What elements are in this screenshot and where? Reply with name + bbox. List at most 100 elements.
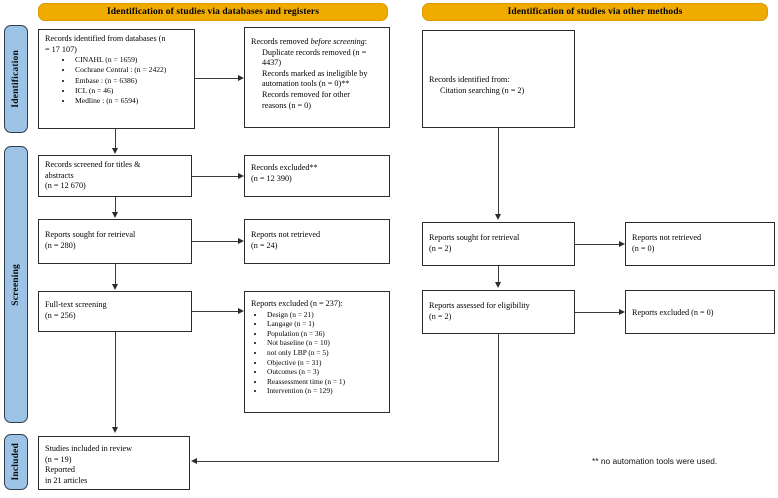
box-other-reports-sought-for-retrieval: Reports sought for retrieval (n = 2) <box>422 222 575 266</box>
phase-bar-included: Included <box>4 434 28 490</box>
list-item: Cochrane Central : (n = 2422) <box>73 65 189 75</box>
connector-fulltext-to-studies-included <box>115 332 117 428</box>
box-citation-records-identified: Records identified from: Citation search… <box>422 30 575 128</box>
arrowhead-screened-to-excluded <box>238 172 244 179</box>
banner-databases-and-registers: Identification of studies via databases … <box>38 3 388 21</box>
list-item: Not baseline (n = 10) <box>265 338 384 348</box>
arrowhead-fulltext-to-studies-included <box>112 427 118 433</box>
phase-label-screening: Screening <box>11 263 21 306</box>
list-item: not only LBP (n = 5) <box>265 348 384 358</box>
fulltext-screening-line1: Full-text screening <box>45 300 107 309</box>
box-records-removed-before-screening: Records removed before screening: Duplic… <box>244 27 390 128</box>
fulltext-screening-line2: (n = 256) <box>45 310 76 320</box>
reports-not-retrieved-line1: Reports not retrieved <box>251 230 321 239</box>
studies-included-line4: in 21 articles <box>45 475 88 485</box>
box-records-identified-from-databases: Records identified from databases (n = 1… <box>38 29 195 129</box>
records-removed-item1: Duplicate records removed (n = <box>262 47 367 57</box>
connector-identified-to-removed <box>195 78 238 79</box>
box-studies-included-in-review: Studies included in review (n = 19) Repo… <box>38 436 190 490</box>
arrowhead-other-sought-to-assessed <box>495 282 501 288</box>
box-records-screened: Records screened for titles & abstracts … <box>38 155 192 197</box>
phase-label-included: Included <box>11 443 21 481</box>
records-excluded-line1: Records excluded** <box>251 163 318 172</box>
other-reports-sought-line2: (n = 2) <box>429 243 452 253</box>
other-reports-not-retrieved-line1: Reports not retrieved <box>632 233 702 242</box>
other-reports-excluded-line1: Reports excluded (n = 0) <box>632 308 714 317</box>
phase-label-identification: Identification <box>11 50 21 108</box>
reports-not-retrieved-line2: (n = 24) <box>251 240 278 250</box>
reports-sought-line2: (n = 280) <box>45 240 76 250</box>
reports-excluded-reason-list: Design (n = 21) Langage (n = 1) Populati… <box>251 310 384 396</box>
list-item: Intervention (n = 129) <box>265 386 384 396</box>
footnote-no-automation-tools: ** no automation tools were used. <box>592 456 718 466</box>
box-other-reports-excluded: Reports excluded (n = 0) <box>625 290 775 334</box>
records-excluded-line2: (n = 12 390) <box>251 173 292 183</box>
arrowhead-screened-to-sought <box>112 212 118 218</box>
records-removed-item2b: automation tools (n = 0)** <box>262 79 350 89</box>
citation-records-line1: Records identified from: <box>429 75 510 84</box>
list-item: Population (n = 36) <box>265 329 384 339</box>
connector-screened-to-excluded <box>192 176 238 177</box>
box-other-reports-not-retrieved: Reports not retrieved (n = 0) <box>625 222 775 266</box>
records-removed-heading-colon: : <box>364 37 368 46</box>
list-item: Objective (n = 31) <box>265 358 384 368</box>
reports-excluded-heading: Reports excluded (n = 237): <box>251 299 343 308</box>
connector-screened-to-sought <box>115 197 117 213</box>
box-reports-sought-for-retrieval: Reports sought for retrieval (n = 280) <box>38 219 192 264</box>
records-screened-line3: (n = 12 670) <box>45 181 86 191</box>
connector-other-assessed-to-excluded <box>575 312 619 313</box>
arrowhead-other-to-studies-included <box>191 457 197 464</box>
connector-citation-to-other-sought <box>498 128 500 214</box>
studies-included-line1: Studies included in review <box>45 444 133 453</box>
studies-included-line2: (n = 19) <box>45 454 72 464</box>
box-reports-excluded-with-reasons: Reports excluded (n = 237): Design (n = … <box>244 291 390 413</box>
list-item: Embase : (n = 6386) <box>73 76 189 86</box>
records-removed-heading: Records removed before screening: <box>251 37 384 48</box>
citation-records-line2: Citation searching (n = 2) <box>440 85 525 95</box>
records-identified-line1: Records identified from databases (n <box>45 34 166 43</box>
list-item: Reassessment time (n = 1) <box>265 377 384 387</box>
records-removed-heading-italic: before screening <box>310 37 365 46</box>
records-screened-line2: abstracts <box>45 170 74 180</box>
connector-other-sought-to-not-retrieved <box>575 244 619 245</box>
box-other-reports-assessed-for-eligibility: Reports assessed for eligibility (n = 2) <box>422 290 575 334</box>
arrowhead-other-assessed-to-excluded <box>619 308 625 315</box>
connector-other-sought-to-assessed <box>498 266 500 282</box>
records-identified-line2: = 17 107) <box>45 44 77 54</box>
other-reports-sought-line1: Reports sought for retrieval <box>429 233 520 242</box>
phase-bar-screening: Screening <box>4 146 28 423</box>
records-removed-item3b: reasons (n = 0) <box>262 100 311 110</box>
banner-other-methods: Identification of studies via other meth… <box>422 3 768 21</box>
box-reports-not-retrieved: Reports not retrieved (n = 24) <box>244 219 390 264</box>
records-screened-line1: Records screened for titles & <box>45 160 141 169</box>
studies-included-line3: Reported <box>45 465 76 475</box>
box-records-excluded: Records excluded** (n = 12 390) <box>244 155 390 197</box>
list-item: ICL (n = 46) <box>73 86 189 96</box>
connector-other-assessed-to-studies-included <box>197 461 498 462</box>
phase-bar-identification: Identification <box>4 25 28 133</box>
arrowhead-fulltext-to-reports-excluded <box>238 307 244 314</box>
arrowhead-sought-to-fulltext <box>112 284 118 290</box>
arrowhead-identified-to-removed <box>238 74 244 81</box>
other-reports-assessed-line2: (n = 2) <box>429 311 452 321</box>
records-identified-source-list: CINAHL (n = 1659) Cochrane Central : (n … <box>45 55 189 106</box>
records-removed-item3: Records removed for other <box>262 89 350 99</box>
connector-fulltext-to-reports-excluded <box>192 311 238 312</box>
arrowhead-sought-to-not-retrieved <box>238 237 244 244</box>
connector-other-assessed-down <box>498 334 500 462</box>
list-item: CINAHL (n = 1659) <box>73 55 189 65</box>
list-item: Medline : (n = 6594) <box>73 96 189 106</box>
records-removed-item1b: 4437) <box>262 58 282 68</box>
reports-sought-line1: Reports sought for retrieval <box>45 230 136 239</box>
arrowhead-citation-to-other-sought <box>495 214 501 220</box>
list-item: Outcomes (n = 3) <box>265 367 384 377</box>
box-fulltext-screening: Full-text screening (n = 256) <box>38 291 192 332</box>
records-removed-item2: Records marked as ineligible by <box>262 68 368 78</box>
banner-other-label: Identification of studies via other meth… <box>507 7 683 17</box>
list-item: Langage (n = 1) <box>265 319 384 329</box>
banner-databases-label: Identification of studies via databases … <box>106 7 320 17</box>
arrowhead-other-sought-to-not-retrieved <box>619 240 625 247</box>
other-reports-not-retrieved-line2: (n = 0) <box>632 243 655 253</box>
connector-sought-to-not-retrieved <box>192 241 238 242</box>
